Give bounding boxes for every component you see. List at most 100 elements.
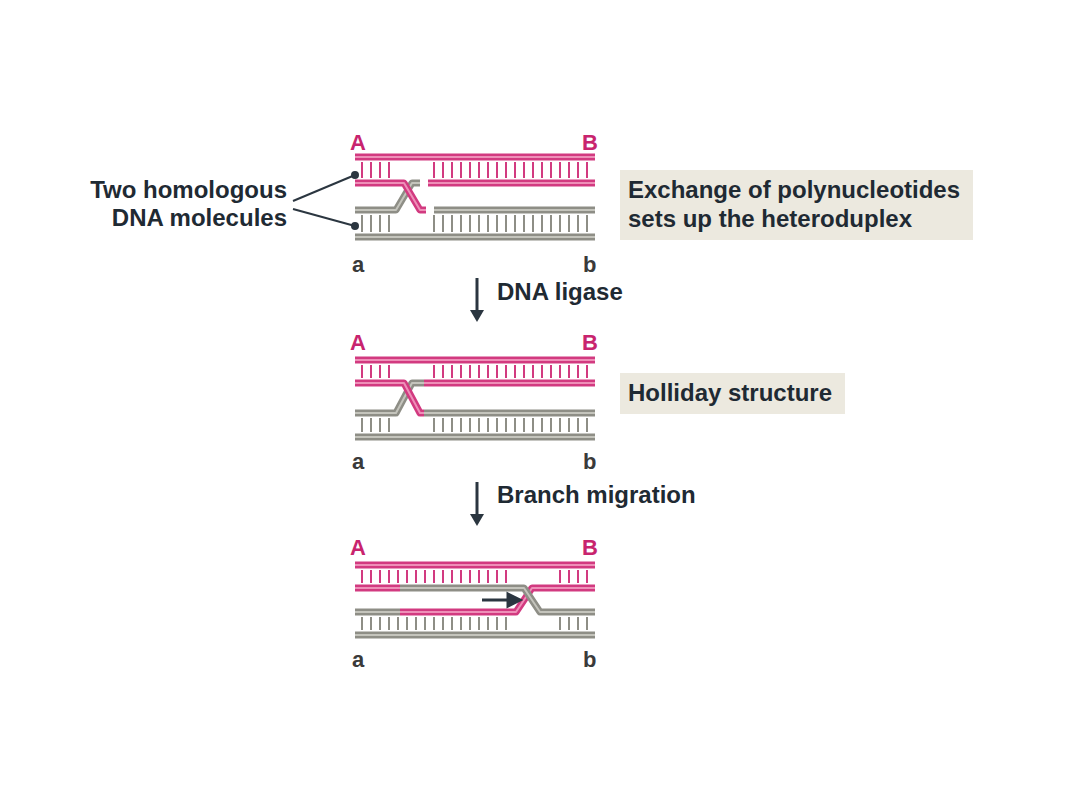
base-pair bbox=[478, 162, 480, 178]
base-pair bbox=[496, 215, 498, 232]
base-pair bbox=[532, 215, 534, 232]
base-pair bbox=[370, 365, 372, 378]
dna-strand-highlight bbox=[355, 183, 426, 210]
strand-end-label: a bbox=[352, 647, 364, 672]
base-pair bbox=[388, 418, 390, 432]
caption-box: Holliday structure bbox=[620, 373, 845, 414]
strand-end-label: a bbox=[352, 449, 364, 474]
base-pair bbox=[568, 418, 570, 432]
base-pair bbox=[388, 365, 390, 378]
base-pair bbox=[442, 570, 444, 583]
box-text: Exchange of polynucleotides sets up the … bbox=[628, 176, 965, 234]
base-pair bbox=[505, 418, 507, 432]
base-pair bbox=[451, 418, 453, 432]
base-pair bbox=[514, 215, 516, 232]
base-pair bbox=[496, 418, 498, 432]
dna-strand-highlight bbox=[355, 436, 595, 438]
base-pair bbox=[433, 162, 435, 178]
base-pair bbox=[406, 617, 408, 630]
base-pair bbox=[586, 617, 588, 630]
dna-strand bbox=[424, 410, 595, 417]
migration-arrow bbox=[482, 594, 520, 606]
base-pair bbox=[478, 617, 480, 630]
base-pair bbox=[478, 418, 480, 432]
base-pair bbox=[388, 617, 390, 630]
dna-strand-highlight bbox=[355, 236, 595, 238]
base-pair bbox=[550, 418, 552, 432]
base-pair bbox=[442, 215, 444, 232]
dna-strand bbox=[400, 588, 595, 612]
dna-strand-highlight bbox=[355, 587, 400, 589]
dna-strand bbox=[428, 180, 595, 187]
dna-strand-highlight bbox=[400, 588, 595, 612]
base-pair bbox=[550, 365, 552, 378]
strand-end-label: a bbox=[352, 252, 364, 277]
dna-strand-highlight bbox=[424, 382, 595, 384]
base-pair bbox=[361, 418, 363, 432]
strand-end-label: B bbox=[582, 330, 598, 355]
base-pair bbox=[388, 215, 390, 232]
base-pair bbox=[361, 215, 363, 232]
dna-duplexes bbox=[355, 157, 595, 635]
base-pair bbox=[433, 418, 435, 432]
base-pair bbox=[568, 215, 570, 232]
base-pair bbox=[577, 162, 579, 178]
base-pair bbox=[460, 162, 462, 178]
base-pair bbox=[541, 215, 543, 232]
step-arrows bbox=[470, 278, 484, 526]
base-pair bbox=[433, 617, 435, 630]
base-pair bbox=[460, 570, 462, 583]
base-pair bbox=[487, 215, 489, 232]
base-pair bbox=[451, 162, 453, 178]
box-text: Holliday structure bbox=[628, 379, 837, 408]
base-pair bbox=[523, 215, 525, 232]
base-pair bbox=[514, 365, 516, 378]
base-pair bbox=[433, 570, 435, 583]
dna-strand-highlight bbox=[400, 588, 595, 612]
base-pair bbox=[415, 617, 417, 630]
base-pair bbox=[496, 365, 498, 378]
base-pair bbox=[568, 365, 570, 378]
base-pair bbox=[586, 215, 588, 232]
base-pair bbox=[586, 418, 588, 432]
base-pair bbox=[388, 570, 390, 583]
base-pair bbox=[550, 162, 552, 178]
dna-strand-highlight bbox=[355, 156, 595, 158]
base-pair bbox=[379, 617, 381, 630]
base-pair bbox=[370, 418, 372, 432]
base-pair bbox=[505, 162, 507, 178]
base-pair bbox=[370, 570, 372, 583]
base-pair bbox=[586, 162, 588, 178]
caption-box: Exchange of polynucleotides sets up the … bbox=[620, 170, 973, 240]
base-pair bbox=[379, 570, 381, 583]
base-pair bbox=[532, 162, 534, 178]
dna-strand bbox=[355, 234, 595, 241]
base-pair bbox=[370, 617, 372, 630]
base-pair bbox=[568, 570, 570, 583]
base-pair bbox=[460, 365, 462, 378]
base-pair bbox=[577, 418, 579, 432]
base-pair bbox=[361, 617, 363, 630]
base-pair bbox=[469, 215, 471, 232]
dna-strand-highlight bbox=[355, 611, 400, 613]
base-pair bbox=[487, 617, 489, 630]
base-pair bbox=[496, 570, 498, 583]
dna-strand-highlight bbox=[424, 412, 595, 414]
base-pair bbox=[550, 215, 552, 232]
base-pair bbox=[496, 162, 498, 178]
base-pair bbox=[541, 162, 543, 178]
dna-strand bbox=[400, 588, 595, 612]
base-pair bbox=[586, 365, 588, 378]
base-pair bbox=[451, 617, 453, 630]
strand-end-label: B bbox=[582, 535, 598, 560]
base-pair bbox=[532, 418, 534, 432]
base-pair bbox=[406, 570, 408, 583]
base-pair bbox=[451, 215, 453, 232]
bracket-leaders bbox=[293, 172, 358, 229]
strand-end-label: A bbox=[350, 330, 366, 355]
base-pair bbox=[586, 570, 588, 583]
base-pair bbox=[415, 570, 417, 583]
base-pair bbox=[559, 162, 561, 178]
base-pair bbox=[577, 617, 579, 630]
